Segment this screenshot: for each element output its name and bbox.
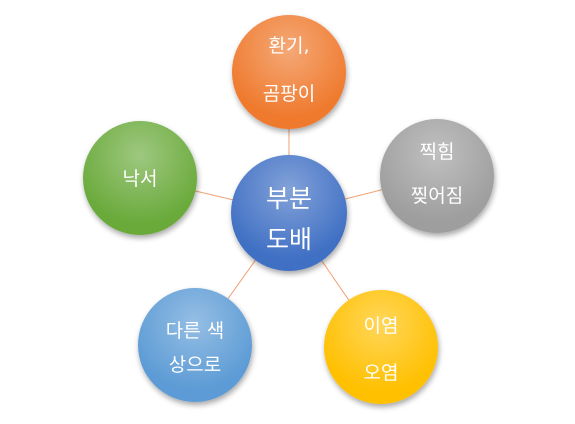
node-top-line-2: 곰팡이 bbox=[263, 83, 315, 105]
node-bottom-left-line-2: 상으로 bbox=[169, 354, 221, 376]
node-right: 찍힘 찢어짐 bbox=[380, 119, 494, 233]
node-right-line-2: 찢어짐 bbox=[411, 185, 463, 207]
node-left: 낙서 bbox=[83, 121, 197, 235]
node-bottom-right-line-1: 이염 bbox=[364, 315, 399, 337]
node-left-line-1: 낙서 bbox=[123, 168, 158, 190]
node-bottom-left-line-1: 다른 색 bbox=[166, 320, 224, 342]
node-center-line-2: 도배 bbox=[266, 225, 312, 254]
node-top: 환기, 곰팡이 bbox=[232, 15, 346, 129]
node-bottom-right: 이염 오염 bbox=[324, 290, 438, 404]
node-right-line-1: 찍힘 bbox=[420, 141, 455, 163]
node-bottom-left: 다른 색 상으로 bbox=[138, 288, 252, 402]
node-center: 부분 도배 bbox=[231, 155, 347, 271]
node-bottom-right-line-2: 오염 bbox=[364, 362, 399, 384]
node-center-line-1: 부분 bbox=[266, 184, 312, 213]
node-top-line-1: 환기, bbox=[269, 35, 310, 57]
